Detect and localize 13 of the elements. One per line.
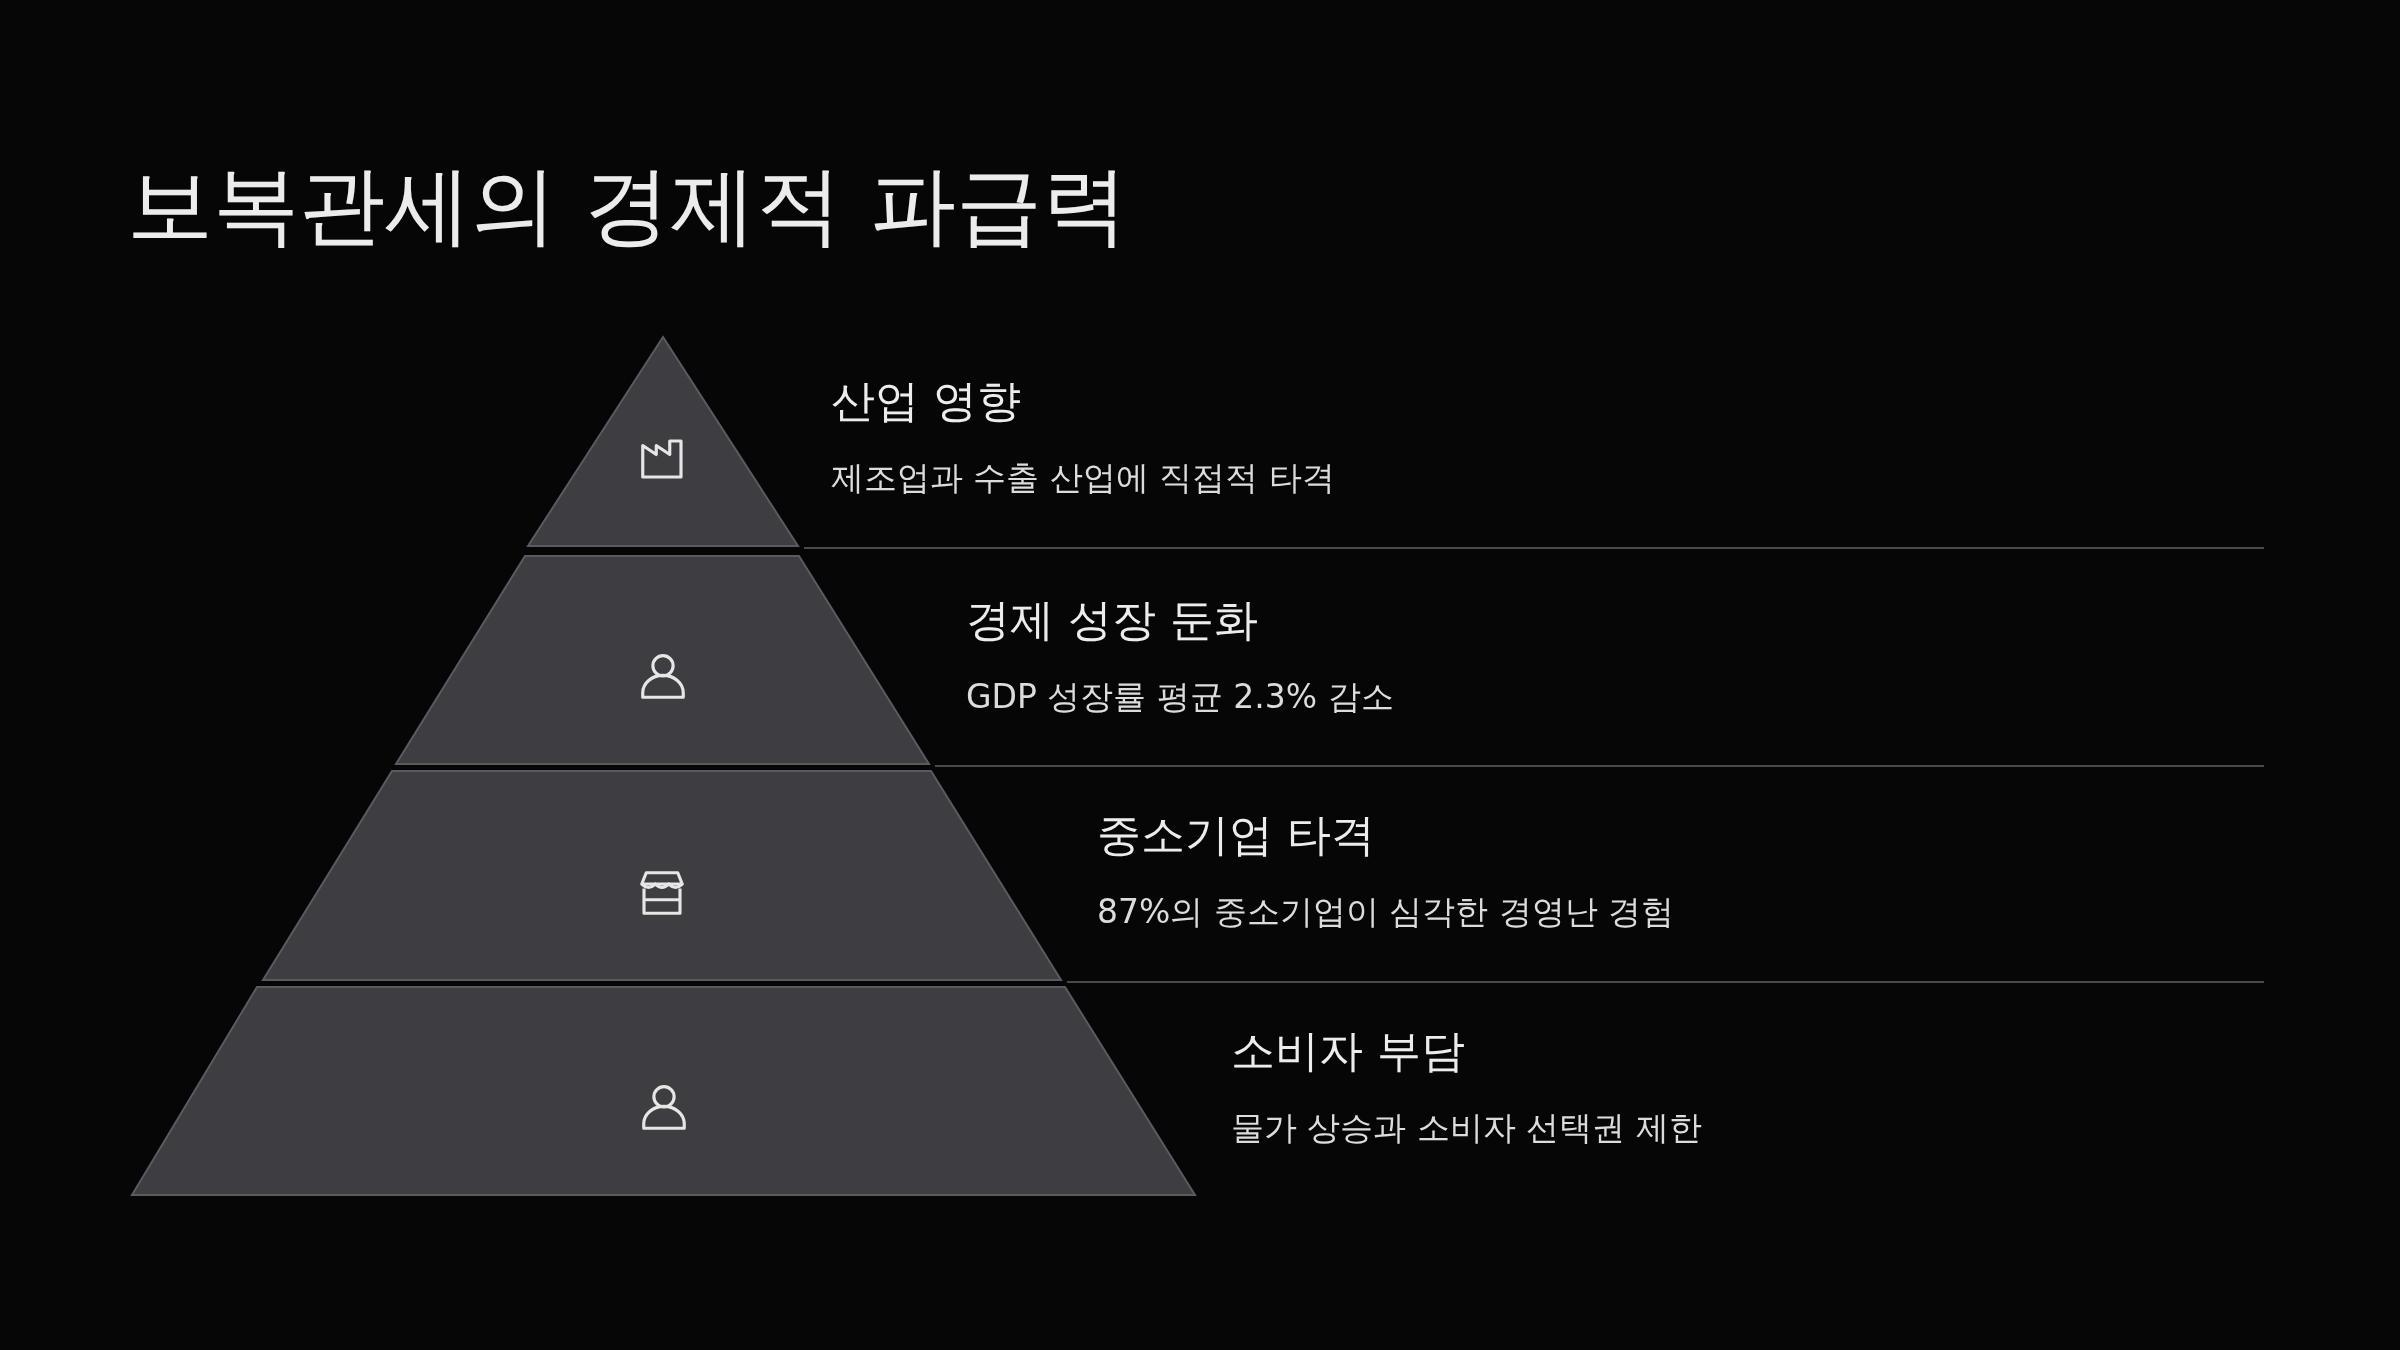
tier-description: 87%의 중소기업이 심각한 경영난 경험 <box>1097 891 1675 933</box>
tier-heading: 산업 영향 <box>831 374 1021 428</box>
tier-description: GDP 성장률 평균 2.3% 감소 <box>966 676 1394 718</box>
pyramid-tier <box>396 556 929 764</box>
title: 보복관세의 경제적 파급력 <box>127 154 1128 257</box>
tier-heading: 소비자 부담 <box>1231 1024 1465 1078</box>
pyramid-tier <box>132 987 1195 1195</box>
pyramid-tier <box>263 771 1061 980</box>
tier-description: 제조업과 수출 산업에 직접적 타격 <box>831 457 1335 499</box>
tier-description: 물가 상승과 소비자 선택권 제한 <box>1231 1107 1702 1149</box>
tier-heading: 중소기업 타격 <box>1097 808 1375 862</box>
tier-heading: 경제 성장 둔화 <box>966 593 1258 647</box>
pyramid-top-tier <box>528 337 798 546</box>
